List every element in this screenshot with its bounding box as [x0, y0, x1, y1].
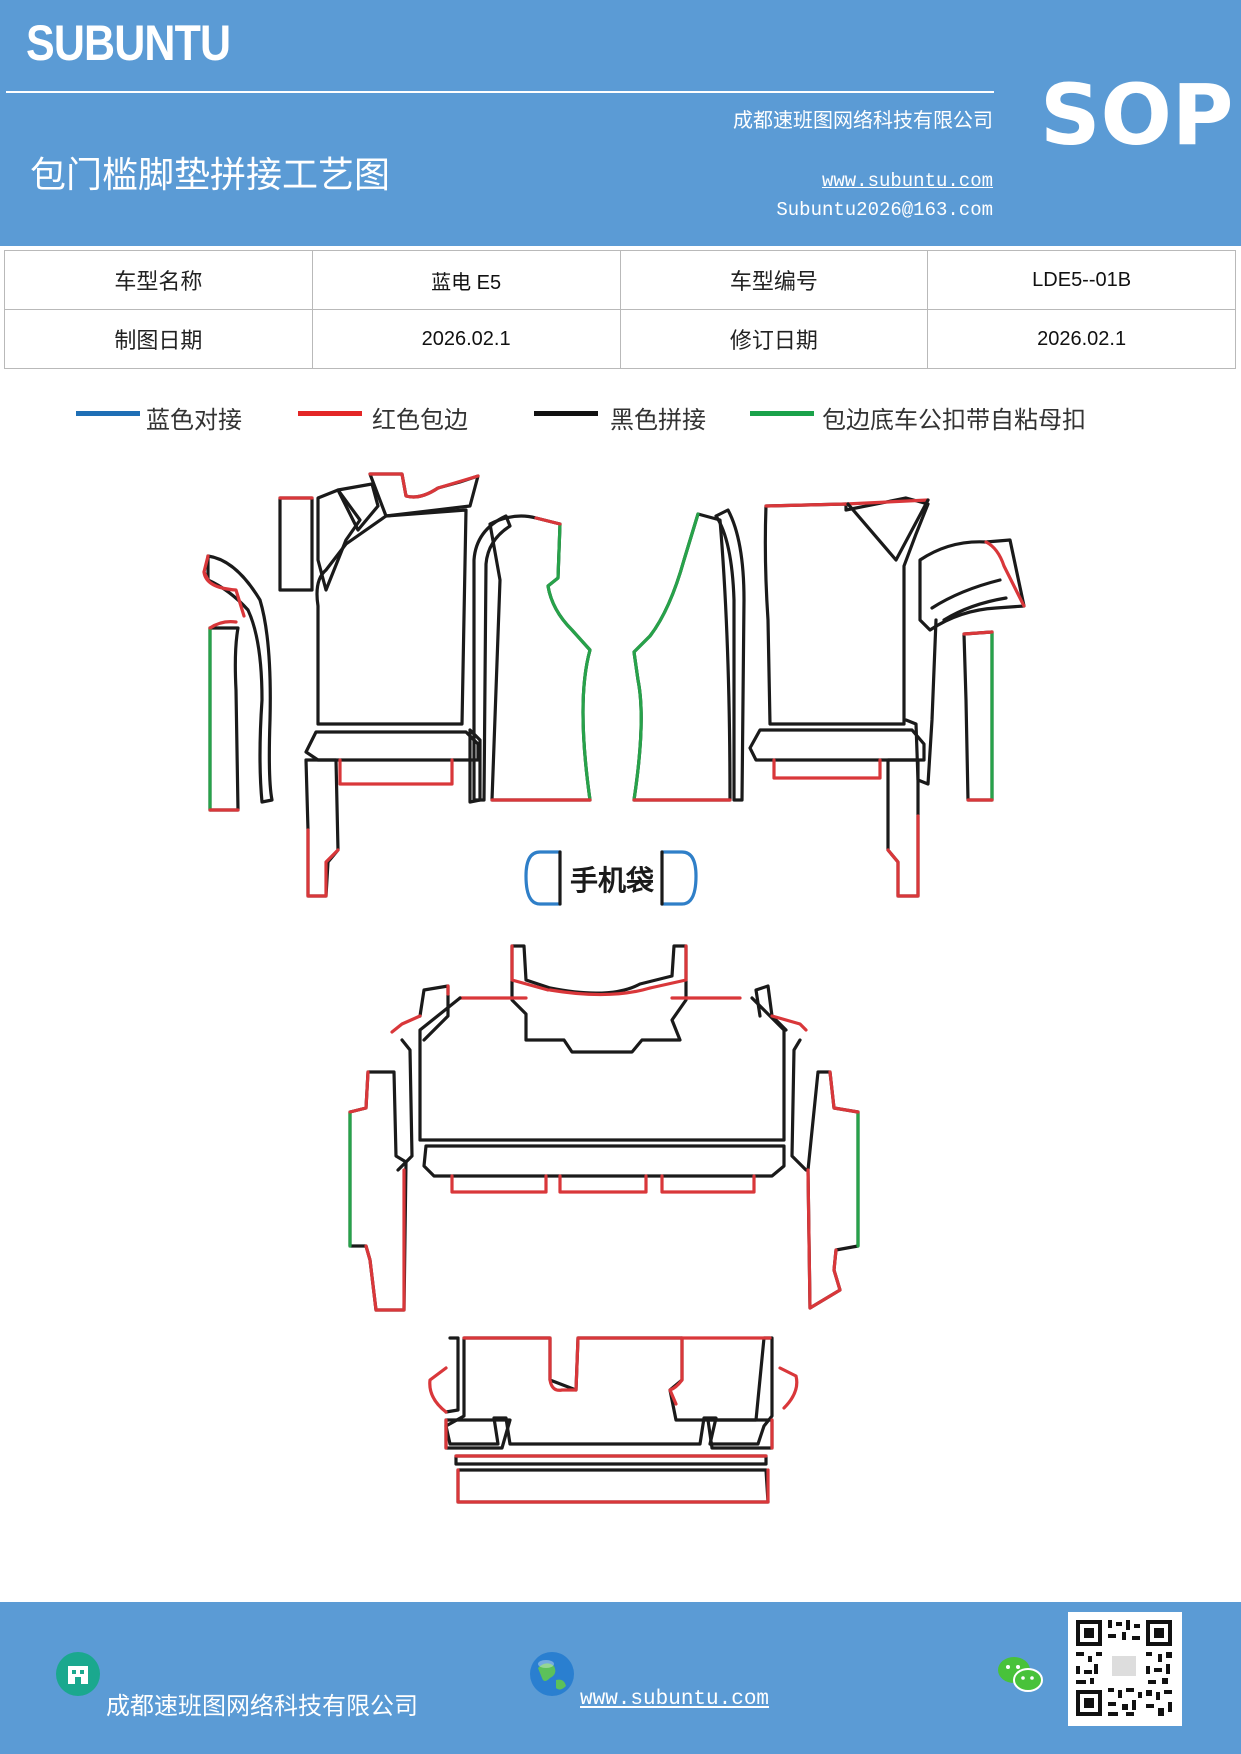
model-number-value: LDE5--01B: [927, 250, 1236, 310]
legend-swatch-red: [298, 411, 362, 416]
header-website-link[interactable]: www.subuntu.com: [821, 170, 993, 192]
model-name-value: 蓝电 E5: [311, 250, 621, 310]
right-door-mats: [632, 496, 1026, 898]
draw-date-value: 2026.02.1: [311, 309, 621, 369]
building-icon: [56, 1652, 100, 1696]
wechat-icon: [998, 1657, 1043, 1692]
revise-date-label: 修订日期: [619, 309, 929, 369]
model-number-label: 车型编号: [619, 250, 929, 310]
legend-swatch-green: [750, 411, 814, 416]
legend-label: 黑色拼接: [610, 406, 706, 434]
page-title: 包门槛脚垫拼接工艺图: [30, 155, 391, 196]
legend-swatch-blue: [76, 411, 140, 416]
sop-badge: SOP: [1040, 66, 1234, 164]
header-divider: [6, 91, 994, 93]
table-row: 车型名称 蓝电 E5 车型编号 LDE5--01B: [4, 250, 1236, 310]
header-company: 成都速班图网络科技有限公司: [733, 108, 993, 132]
footer-website-link[interactable]: www.subuntu.com: [580, 1688, 770, 1711]
footer-banner: 成都速班图网络科技有限公司 www.subuntu.com: [0, 1602, 1241, 1754]
legend-label: 蓝色对接: [146, 406, 242, 434]
revise-date-value: 2026.02.1: [927, 309, 1236, 369]
draw-date-label: 制图日期: [4, 309, 313, 369]
legend-label: 包边底车公扣带自粘母扣: [822, 406, 1086, 434]
header-banner: SUBUNTU SOP 成都速班图网络科技有限公司 包门槛脚垫拼接工艺图 www…: [0, 0, 1241, 246]
rear-floor-mat: [428, 1336, 799, 1504]
phone-pocket-label: 手机袋: [569, 864, 654, 897]
header-email[interactable]: Subuntu2026@163.com: [776, 199, 993, 221]
model-name-label: 车型名称: [4, 250, 313, 310]
mat-layout-drawing: [202, 472, 1026, 1504]
phone-pocket: [524, 850, 698, 906]
table-row: 制图日期 2026.02.1 修订日期 2026.02.1: [4, 309, 1236, 369]
qr-code: [1068, 1612, 1182, 1726]
legend-label: 红色包边: [372, 406, 468, 434]
footer-company: 成都速班图网络科技有限公司: [106, 1692, 418, 1720]
globe-icon: [530, 1652, 574, 1696]
left-door-mats: [202, 472, 592, 898]
middle-floor-mat: [348, 944, 860, 1312]
legend-swatch-black: [534, 411, 598, 416]
brand-logo: SUBUNTU: [26, 15, 231, 71]
info-table: 车型名称 蓝电 E5 车型编号 LDE5--01B 制图日期 2026.02.1…: [4, 250, 1236, 369]
